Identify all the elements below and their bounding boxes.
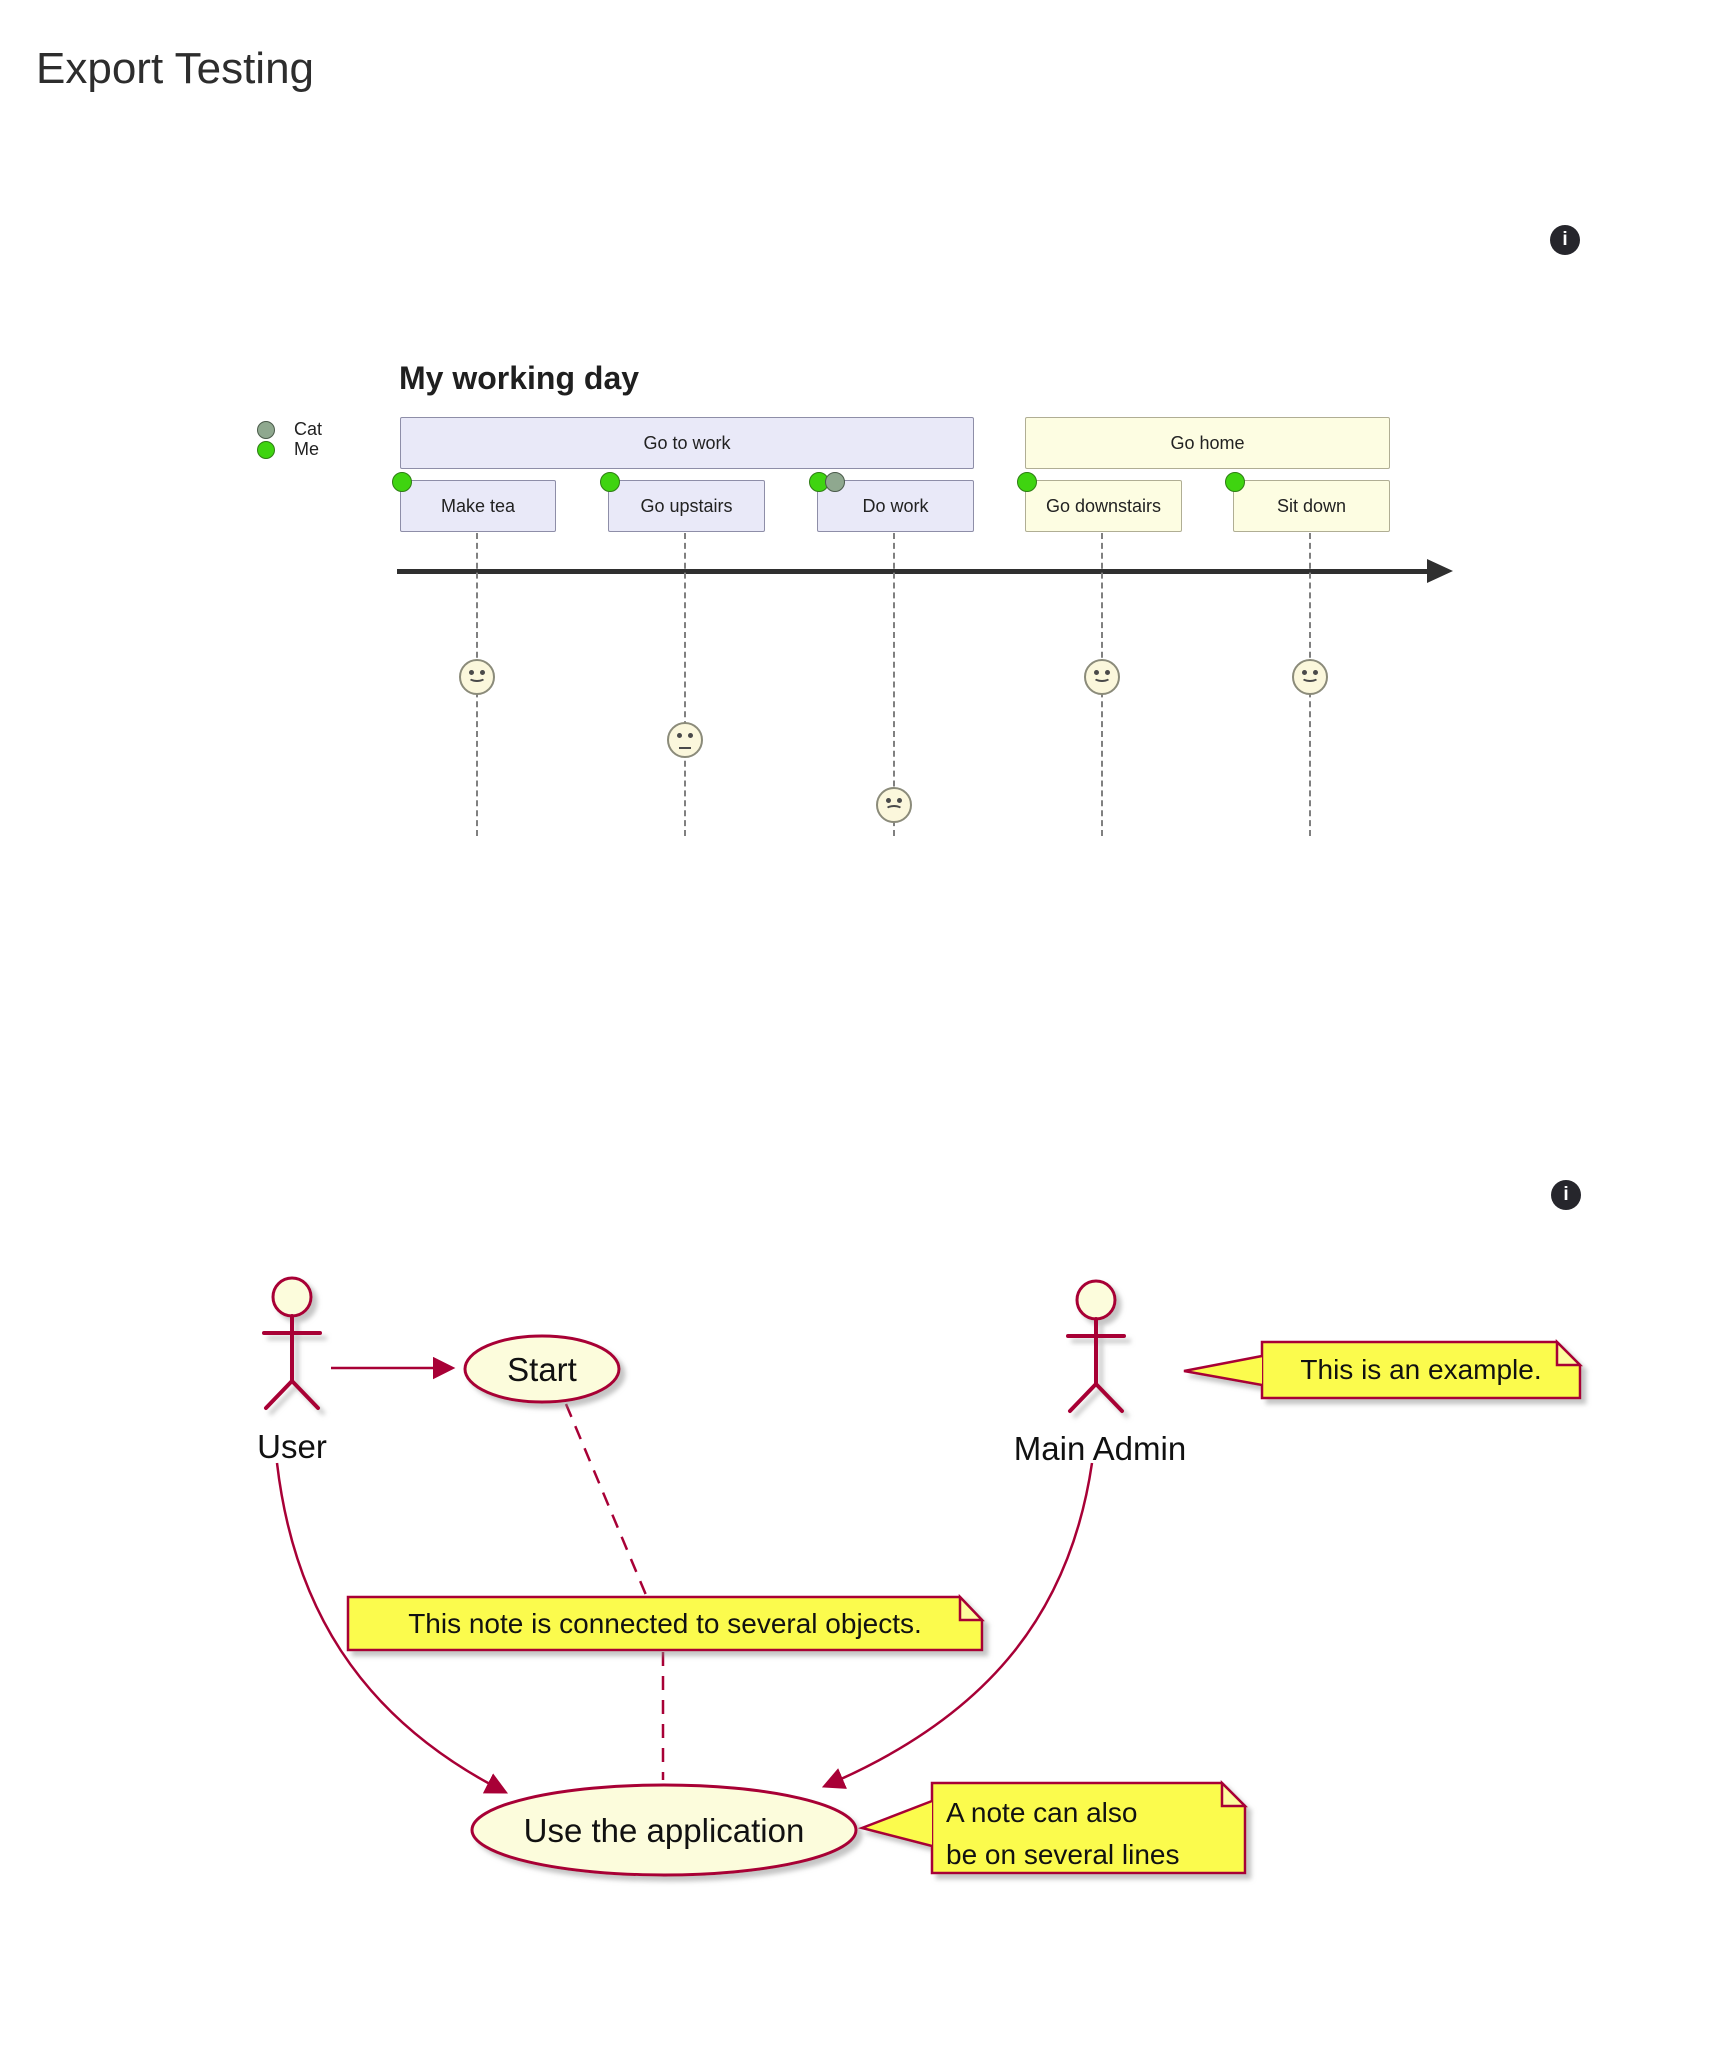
legend-cat-dot-icon: [257, 421, 275, 439]
task-guide-line: [684, 533, 686, 836]
task-box-do-work: Do work: [817, 480, 974, 532]
actor-user-figure: [262, 1276, 322, 1410]
task-box-make-tea: Make tea: [400, 480, 556, 532]
actor-main-admin-label: Main Admin: [1013, 1430, 1187, 1467]
note-example: [1183, 1338, 1584, 1400]
me-marker-dot: [1225, 472, 1245, 492]
note-several-objects-text: This note is connected to several object…: [408, 1607, 922, 1639]
usecase-start-label: Start: [507, 1351, 577, 1388]
usecase-diagram: [262, 1276, 1584, 1877]
smiley-eye: [886, 798, 891, 803]
legend-me-dot-icon: [257, 441, 275, 459]
group-bar-go-home: Go home: [1025, 417, 1390, 469]
mood-smiley-icon: [1084, 659, 1120, 695]
note-several-objects: [346, 1593, 985, 1652]
me-marker-dot: [600, 472, 620, 492]
info-icon[interactable]: i: [1551, 1180, 1581, 1210]
note-fold-icon: [1555, 1338, 1584, 1367]
mood-smiley-icon: [1292, 659, 1328, 695]
time-axis-line: [397, 569, 1429, 574]
group-bar-go-to-work: Go to work: [400, 417, 974, 469]
usecase-application-label: Use the application: [523, 1812, 805, 1849]
group-bar-label: Go to work: [643, 432, 731, 453]
smiley-mouth: [1093, 672, 1111, 682]
connector-admin-application: [821, 1462, 1094, 1789]
connector-user-application: [275, 1462, 509, 1794]
note-fold-icon: [1220, 1779, 1249, 1808]
actor-head: [1075, 1279, 1117, 1321]
smiley-eye: [897, 798, 902, 803]
mood-smiley-icon: [876, 787, 912, 823]
info-icon[interactable]: i: [1550, 225, 1580, 255]
smiley-mouth: [468, 672, 486, 682]
cat-marker-dot: [825, 472, 845, 492]
time-axis-arrowhead-icon: [1427, 559, 1453, 583]
task-label: Do work: [862, 495, 929, 516]
note-several-lines: [857, 1779, 1249, 1875]
me-marker-dot: [1017, 472, 1037, 492]
task-box-go-downstairs: Go downstairs: [1025, 480, 1182, 532]
task-label: Make tea: [440, 495, 516, 516]
usecase-application-ellipse: [470, 1783, 858, 1877]
note-tail-icon: [1183, 1354, 1263, 1387]
actor-user-label: User: [257, 1428, 327, 1465]
me-marker-dot: [392, 472, 412, 492]
smiley-mouth: [885, 805, 903, 815]
smiley-eye: [688, 733, 693, 738]
smiley-mouth: [1301, 672, 1319, 682]
mood-smiley-icon: [459, 659, 495, 695]
group-bar-label: Go home: [1170, 432, 1245, 453]
legend-me-label: Me: [294, 439, 320, 459]
task-label: Sit down: [1276, 495, 1347, 516]
mood-smiley-icon: [667, 722, 703, 758]
smiley-eye: [677, 733, 682, 738]
usecase-start-ellipse: [463, 1334, 621, 1404]
note-fold-icon: [958, 1593, 985, 1622]
task-box-sit-down: Sit down: [1233, 480, 1390, 532]
smiley-mouth: [679, 747, 691, 749]
task-label: Go upstairs: [640, 495, 733, 516]
timeline-title: My working day: [399, 360, 640, 396]
task-box-go-upstairs: Go upstairs: [608, 480, 765, 532]
note-several-lines-text: A note can also be on several lines: [946, 1797, 1180, 1870]
task-guide-line: [893, 533, 895, 836]
task-label: Go downstairs: [1045, 495, 1162, 516]
legend-cat-label: Cat: [294, 419, 323, 439]
actor-main-admin-figure: [1066, 1279, 1126, 1413]
note-tail-icon: [857, 1799, 933, 1848]
page-title: Export Testing: [36, 44, 315, 93]
note-link-start: [564, 1403, 648, 1596]
note-example-text: This is an example.: [1300, 1354, 1542, 1385]
actor-head: [271, 1276, 313, 1318]
